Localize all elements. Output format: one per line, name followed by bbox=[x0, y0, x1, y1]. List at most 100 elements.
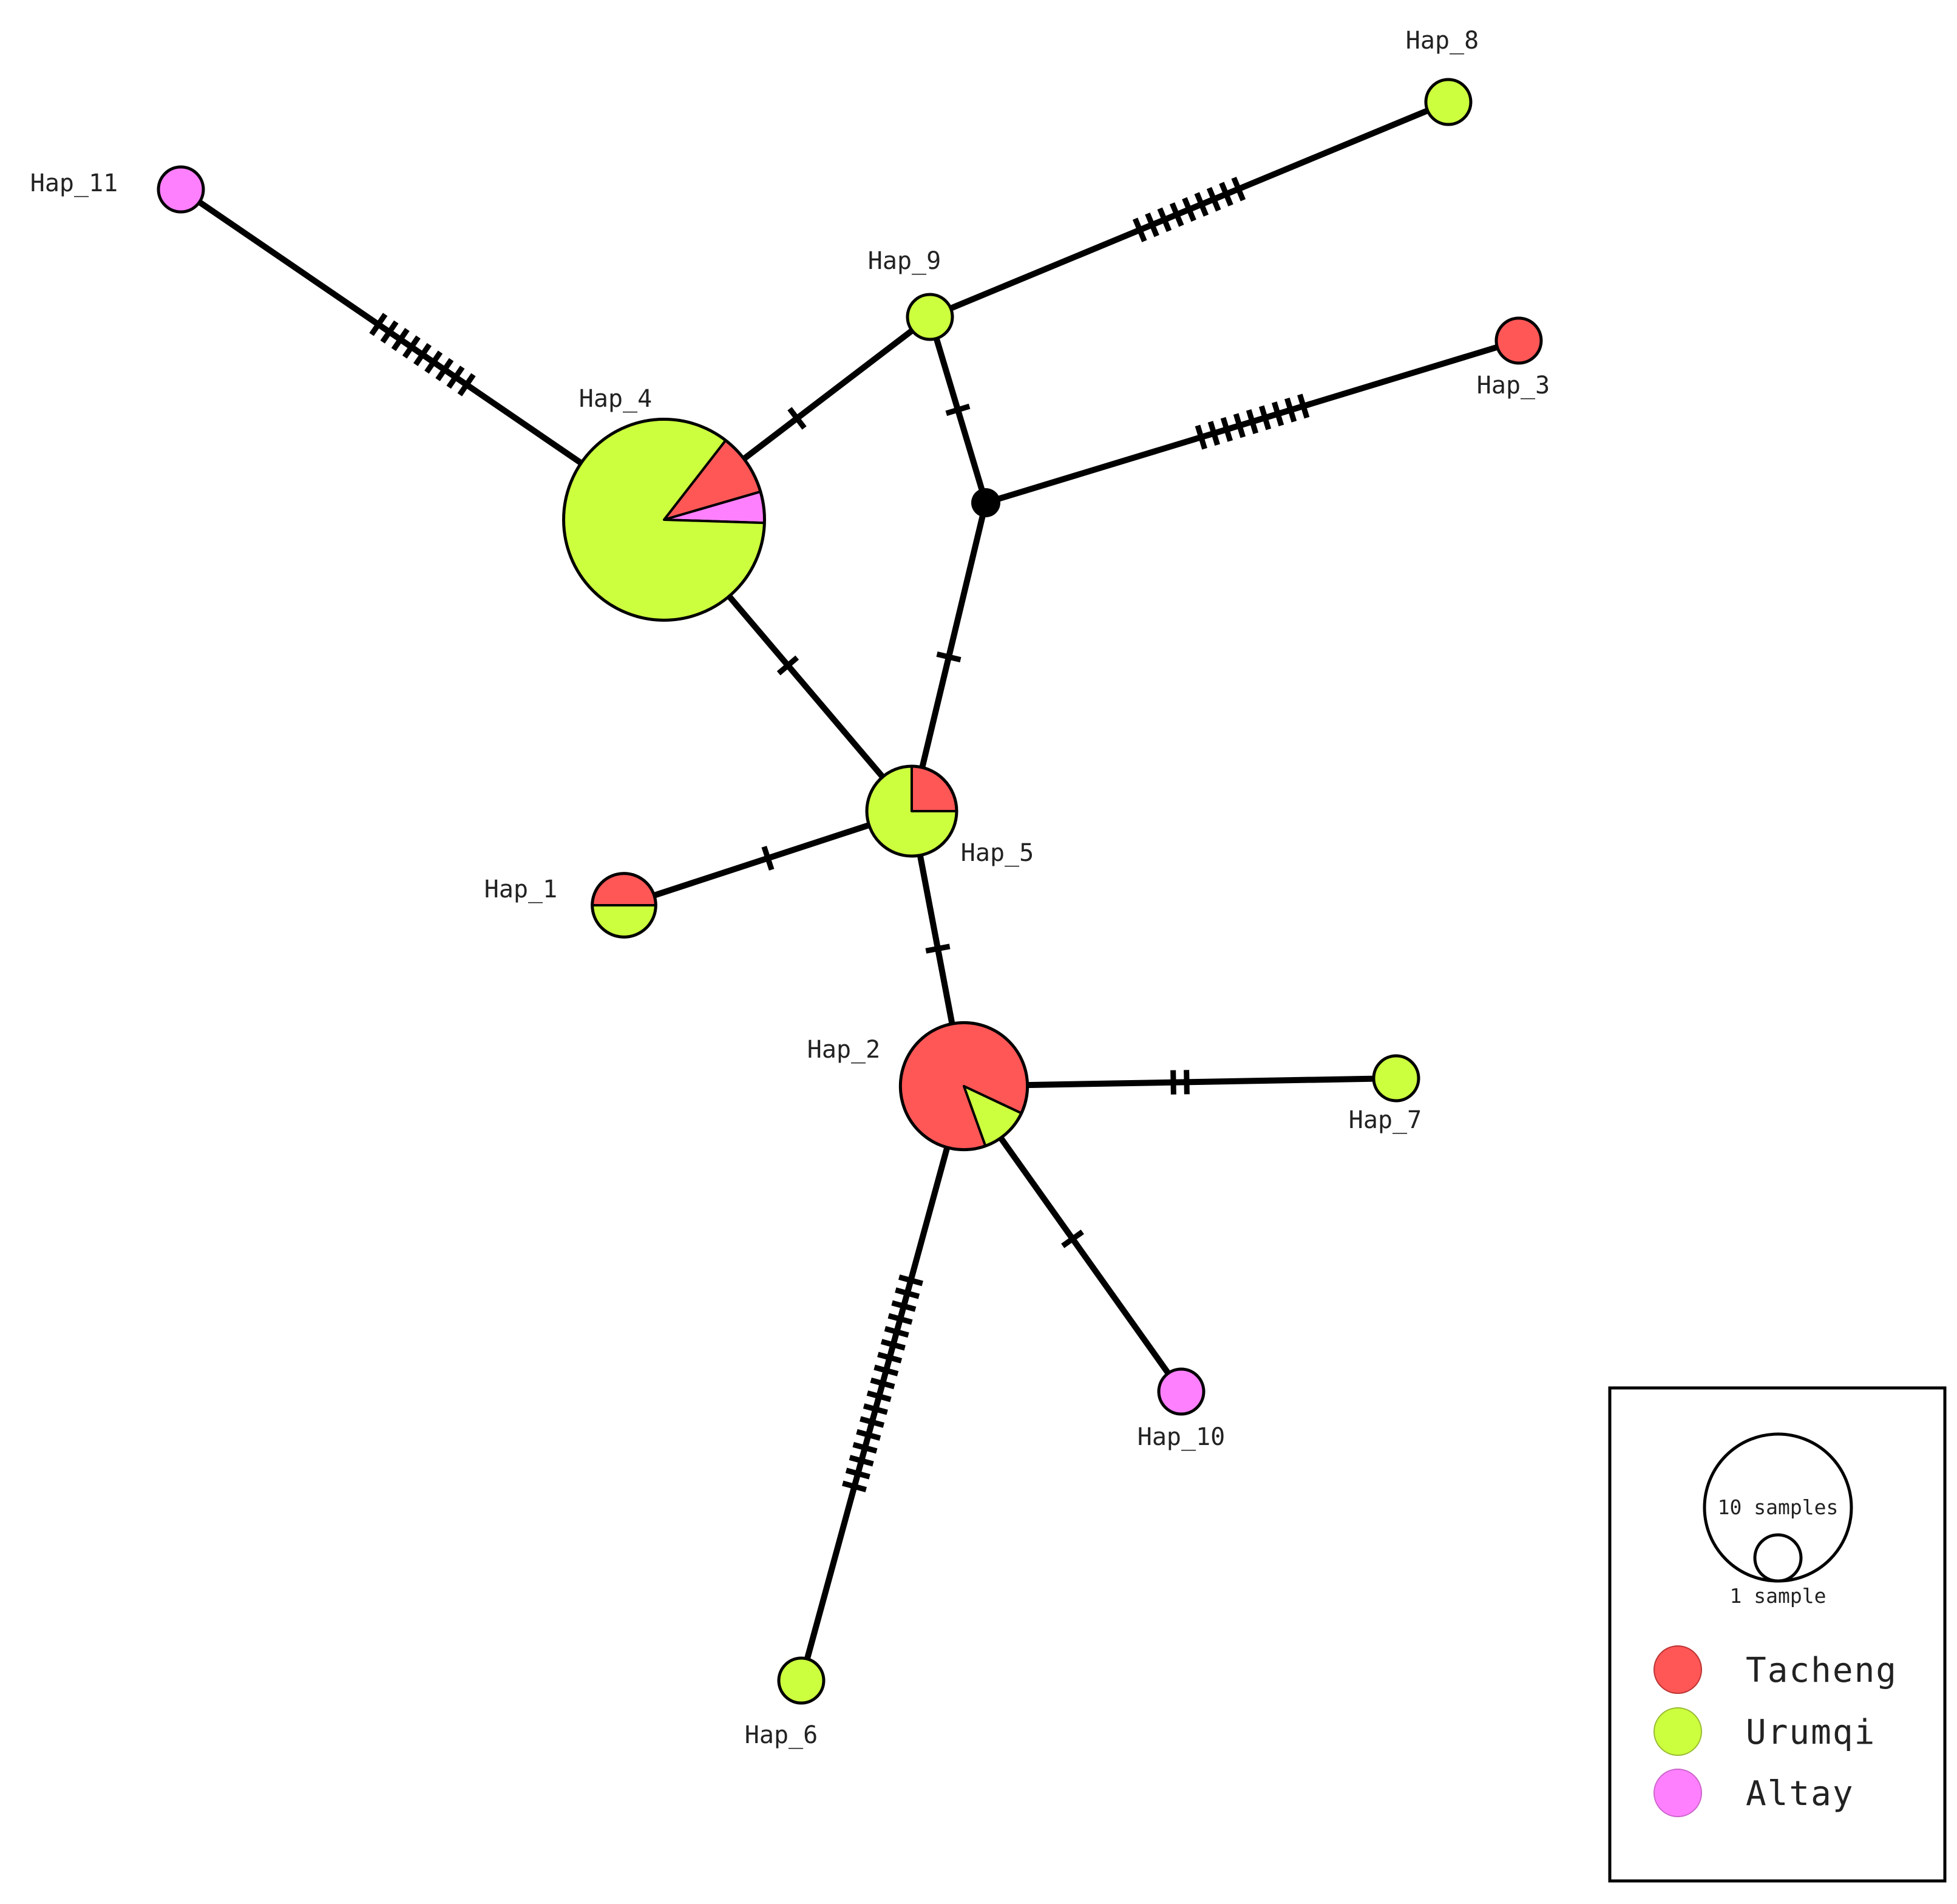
mutation-tick bbox=[380, 320, 399, 344]
mutation-tick bbox=[863, 1403, 888, 1415]
mutation-tick bbox=[1195, 424, 1207, 450]
mutation-tick bbox=[776, 655, 799, 676]
label-hap_11: Hap_11 bbox=[30, 169, 118, 197]
mutation-tick bbox=[391, 328, 410, 352]
label-hap_9: Hap_9 bbox=[868, 247, 941, 275]
mutation-tick bbox=[1132, 217, 1147, 242]
mutation-tick bbox=[457, 373, 476, 396]
mutation-tick bbox=[369, 313, 388, 336]
pie-slice bbox=[1496, 318, 1541, 363]
mutation-tick bbox=[925, 943, 951, 954]
mutation-tick bbox=[866, 1390, 892, 1402]
mutation-tick bbox=[1170, 1070, 1176, 1095]
mutation-tick bbox=[1157, 207, 1172, 233]
node-median bbox=[971, 488, 1000, 517]
mutation-tick bbox=[1169, 202, 1184, 227]
legend: 10 samples 1 sample Tacheng Urumqi Altay bbox=[1608, 1386, 1947, 1883]
mutation-tick bbox=[884, 1326, 909, 1338]
median-vector-node bbox=[971, 488, 1000, 517]
node-outline bbox=[1494, 316, 1543, 365]
label-hap_1: Hap_1 bbox=[484, 875, 557, 903]
mutation-tick bbox=[1194, 192, 1209, 217]
legend-swatch-altay bbox=[1653, 1769, 1702, 1817]
node-outline bbox=[777, 1656, 826, 1705]
node-hap_1 bbox=[591, 872, 657, 939]
node-hap_7 bbox=[1372, 1054, 1420, 1103]
node-hap_5 bbox=[865, 764, 958, 858]
node-outline bbox=[1424, 78, 1473, 126]
mutation-tick bbox=[402, 335, 421, 359]
mutation-tick bbox=[1220, 416, 1233, 442]
node-outline bbox=[562, 418, 766, 622]
mutation-tick bbox=[945, 403, 971, 416]
node-hap_4 bbox=[562, 418, 766, 622]
node-outline bbox=[591, 872, 657, 939]
pie-slice bbox=[907, 294, 952, 339]
mutation-tick bbox=[873, 1364, 899, 1376]
node-outline bbox=[1157, 1367, 1206, 1416]
label-hap_4: Hap_4 bbox=[579, 385, 652, 413]
label-hap_8: Hap_8 bbox=[1406, 27, 1479, 55]
mutation-tick bbox=[1206, 186, 1221, 212]
label-hap_2: Hap_2 bbox=[807, 1036, 880, 1064]
label-hap_10: Hap_10 bbox=[1138, 1423, 1226, 1451]
legend-label-tacheng: Tacheng bbox=[1746, 1651, 1898, 1690]
pie-slice bbox=[591, 872, 657, 906]
mutation-tick bbox=[1271, 401, 1284, 427]
pie-slice bbox=[1426, 80, 1471, 124]
mutation-tick bbox=[842, 1480, 867, 1492]
mutation-tick bbox=[877, 1352, 903, 1364]
node-hap_9 bbox=[906, 293, 954, 341]
label-hap_3: Hap_3 bbox=[1477, 372, 1550, 399]
mutation-tick bbox=[1284, 397, 1297, 423]
mutation-tick bbox=[446, 365, 465, 389]
mutation-tick bbox=[845, 1467, 870, 1480]
mutation-tick bbox=[870, 1377, 895, 1390]
mutation-tick bbox=[1258, 405, 1272, 430]
mutation-tick bbox=[1233, 413, 1246, 438]
label-hap_7: Hap_7 bbox=[1349, 1106, 1422, 1134]
mutation-tick bbox=[936, 651, 962, 663]
node-outline bbox=[1372, 1054, 1420, 1103]
mutation-tick bbox=[852, 1441, 878, 1454]
size-scale-small-circle bbox=[1753, 1533, 1803, 1583]
mutation-tick bbox=[849, 1455, 874, 1467]
node-hap_3 bbox=[1494, 316, 1543, 365]
mutation-tick bbox=[435, 358, 454, 381]
label-hap_5: Hap_5 bbox=[961, 839, 1034, 867]
node-outline bbox=[157, 165, 205, 214]
mutation-tick bbox=[1219, 182, 1233, 206]
legend-label-altay: Altay bbox=[1746, 1774, 1854, 1814]
mutation-tick bbox=[787, 407, 807, 430]
legend-swatch-urumqi bbox=[1653, 1707, 1702, 1756]
node-hap_6 bbox=[777, 1656, 826, 1705]
mutation-tick bbox=[880, 1339, 906, 1351]
mutation-tick bbox=[761, 846, 775, 871]
node-hap_2 bbox=[898, 1021, 1029, 1152]
pie-slice bbox=[591, 904, 657, 939]
pie-slice bbox=[779, 1658, 824, 1703]
pie-slice bbox=[158, 167, 203, 212]
mutation-tick bbox=[1246, 409, 1259, 434]
mutation-tick bbox=[898, 1274, 923, 1287]
mutation-tick bbox=[887, 1313, 913, 1325]
mutation-tick bbox=[424, 350, 443, 374]
mutation-tick bbox=[413, 342, 432, 367]
haplotype-nodes bbox=[157, 78, 1543, 1705]
size-scale-small-label: 1 sample bbox=[1730, 1584, 1826, 1608]
mutation-tick bbox=[891, 1300, 917, 1312]
label-hap_6: Hap_6 bbox=[745, 1721, 818, 1749]
link-Hap_2-Hap_7 bbox=[961, 1075, 1399, 1089]
mutation-ticks bbox=[369, 177, 1310, 1492]
mutation-tick bbox=[1182, 197, 1196, 222]
mutation-tick bbox=[1231, 177, 1246, 202]
mutation-tick bbox=[1145, 212, 1159, 237]
mutation-tick bbox=[1297, 393, 1310, 419]
node-outline bbox=[906, 293, 954, 341]
mutation-tick bbox=[856, 1429, 881, 1441]
legend-swatch-tacheng bbox=[1653, 1645, 1702, 1694]
node-hap_10 bbox=[1157, 1367, 1206, 1416]
mutation-tick bbox=[1061, 1229, 1084, 1248]
